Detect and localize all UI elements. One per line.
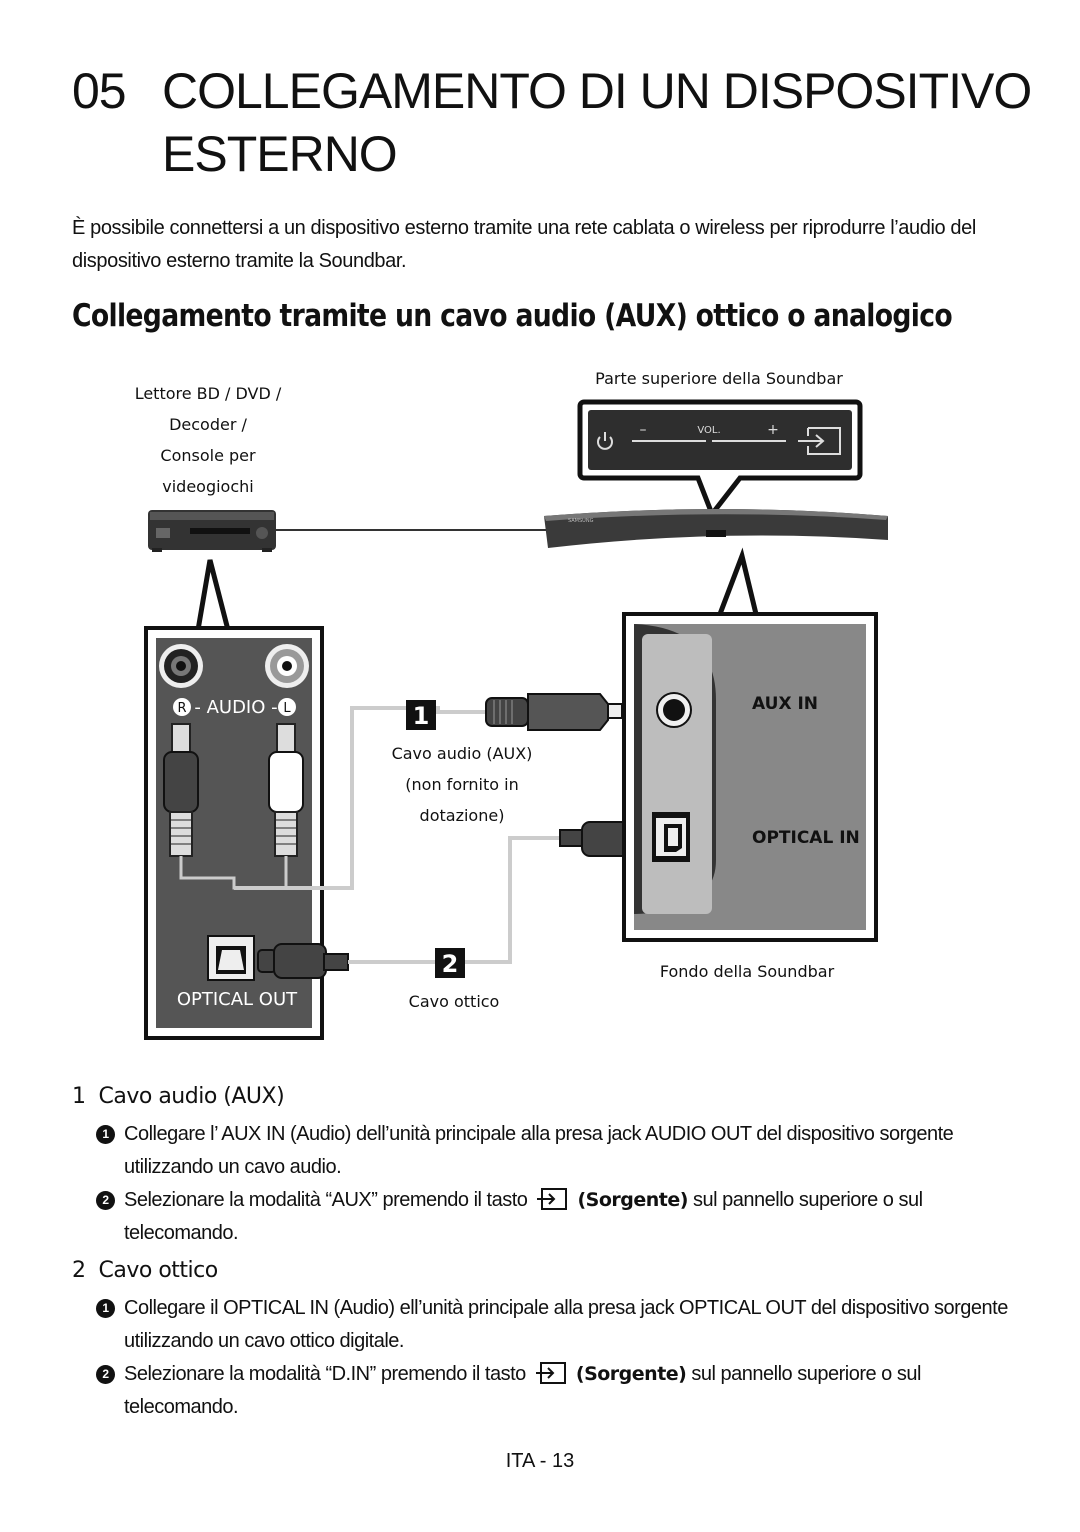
optical-in-label: OPTICAL IN xyxy=(752,828,860,848)
instruction-number: 2 xyxy=(72,1258,86,1283)
vol-plus-label: + xyxy=(767,422,779,438)
connection-diagram: Lettore BD / DVD / Decoder / Console per… xyxy=(135,369,888,1040)
marker-2: 2 xyxy=(435,948,465,978)
rca-jack-left xyxy=(265,644,309,688)
step-bullet: 1 xyxy=(96,1299,115,1318)
aux-cable-label-line1: Cavo audio (AUX) xyxy=(392,744,533,763)
instruction-title: Cavo ottico xyxy=(98,1258,219,1283)
source-icon xyxy=(535,1362,566,1384)
vol-label: VOL. xyxy=(697,425,720,436)
brand-text: SAMSUNG xyxy=(568,518,594,524)
vol-minus-label: – xyxy=(640,422,647,438)
page-title-line1: COLLEGAMENTO DI UN DISPOSITIVO xyxy=(162,63,1032,119)
page-number: ITA - 13 xyxy=(505,1450,575,1472)
step-text: sul pannello superiore o sul telecomando… xyxy=(124,1189,923,1244)
rca-plug-right xyxy=(163,723,199,857)
source-button-label: (Sorgente) xyxy=(577,1189,689,1211)
optical-out-jack xyxy=(207,935,255,981)
source-label-line1: Lettore BD / DVD / xyxy=(135,384,282,403)
audio-panel-label: - AUDIO - xyxy=(194,697,277,718)
intro-paragraph: È possibile connettersi a un dispositivo… xyxy=(72,217,976,272)
step-bullet: 1 xyxy=(96,1125,115,1144)
aux-cable-label-line3: dotazione) xyxy=(420,806,505,825)
step-bullet: 2 xyxy=(96,1191,115,1210)
source-label-line3: Console per xyxy=(160,446,256,465)
instruction-title: Cavo audio (AUX) xyxy=(98,1084,285,1109)
chapter-number: 05 xyxy=(72,63,127,119)
instruction-heading-optical: 2 Cavo ottico xyxy=(72,1258,218,1283)
source-icon xyxy=(537,1188,568,1210)
optical-out-label: OPTICAL OUT xyxy=(177,989,298,1010)
instruction-step: 1 Collegare l’ AUX IN (Audio) dell’unità… xyxy=(96,1118,1016,1184)
soundbar-top-label: Parte superiore della Soundbar xyxy=(595,369,843,388)
audio-r-marker: R xyxy=(177,701,186,716)
source-button-label: (Sorgente) xyxy=(575,1363,687,1385)
aux-in-label: AUX IN xyxy=(752,694,818,714)
rca-plug-left xyxy=(268,723,304,857)
aux-cable-label-line2: (non fornito in xyxy=(405,775,518,794)
source-back-panel: R - AUDIO - L xyxy=(144,626,440,1040)
step-text: Collegare il OPTICAL IN (Audio) ell’unit… xyxy=(124,1297,1008,1352)
soundbar-top-panel: – VOL. + xyxy=(577,399,863,520)
instruction-step: 1 Collegare il OPTICAL IN (Audio) ell’un… xyxy=(96,1292,1016,1358)
audio-l-marker: L xyxy=(283,701,291,716)
source-label-line4: videogiochi xyxy=(162,477,253,496)
step-text: Selezionare la modalità “AUX” premendo i… xyxy=(124,1189,528,1211)
svg-text:2: 2 xyxy=(442,950,459,978)
source-device-icon xyxy=(148,510,276,552)
optical-in-jack xyxy=(652,812,690,862)
step-text: Selezionare la modalità “D.IN” premendo … xyxy=(124,1363,526,1385)
step-text: Collegare l’ AUX IN (Audio) dell’unità p… xyxy=(124,1123,954,1178)
soundbar-bottom-panel: AUX IN OPTICAL IN xyxy=(622,612,878,942)
source-device-label: Lettore BD / DVD / Decoder / Console per… xyxy=(135,384,282,496)
section-heading: Collegamento tramite un cavo audio (AUX)… xyxy=(72,298,953,334)
instruction-step: 2 Selezionare la modalità “D.IN” premend… xyxy=(96,1358,1016,1424)
rca-jack-right xyxy=(159,644,203,688)
step-bullet: 2 xyxy=(96,1365,115,1384)
power-icon xyxy=(597,432,613,450)
aux-cable-label: Cavo audio (AUX) (non fornito in dotazio… xyxy=(392,744,533,825)
source-icon xyxy=(798,427,841,455)
optical-cable-label: Cavo ottico xyxy=(409,992,500,1011)
soundbar-bottom-label: Fondo della Soundbar xyxy=(660,962,835,981)
instruction-step: 2 Selezionare la modalità “AUX” premendo… xyxy=(96,1184,1016,1250)
optical-plug-source xyxy=(257,943,349,979)
page-title-line2: ESTERNO xyxy=(162,126,398,182)
soundbar-body: SAMSUNG xyxy=(544,509,888,548)
instruction-number: 1 xyxy=(72,1084,86,1109)
step-text: sul pannello superiore o sul telecomando… xyxy=(124,1363,921,1418)
instruction-heading-aux: 1 Cavo audio (AUX) xyxy=(72,1084,285,1109)
aux-plug xyxy=(485,693,646,731)
source-label-line2: Decoder / xyxy=(169,415,247,434)
marker-1: 1 xyxy=(406,700,436,730)
svg-text:1: 1 xyxy=(413,702,430,730)
